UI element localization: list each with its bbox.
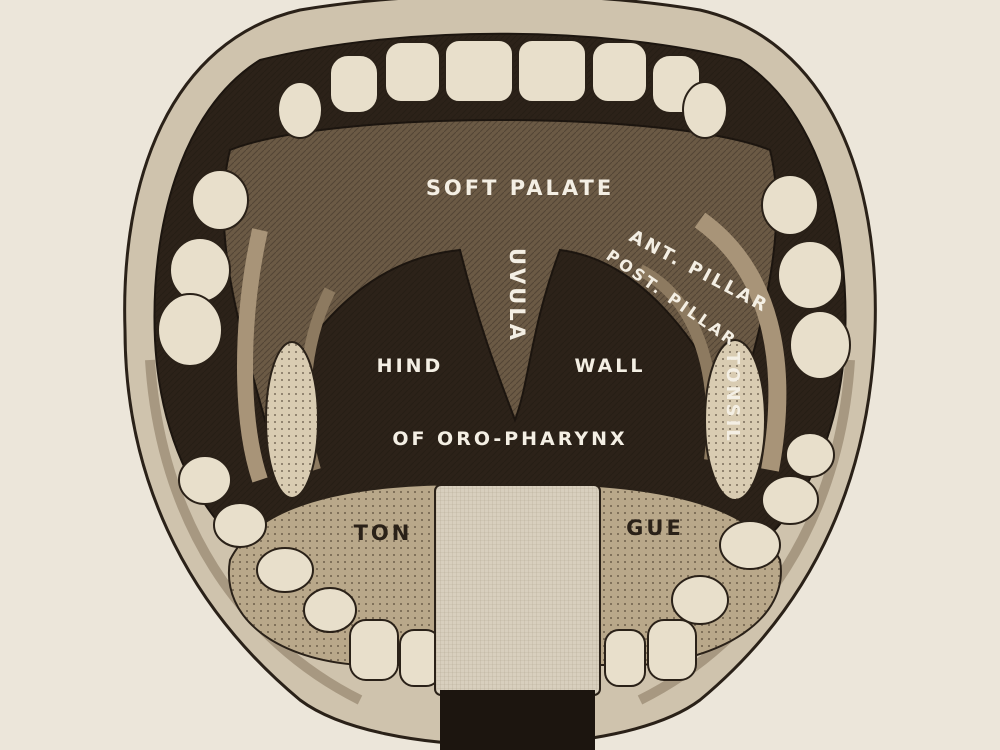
label-soft-palate: SOFT PALATE	[426, 176, 614, 200]
label-ton: TON	[354, 521, 413, 545]
upper-teeth	[157, 39, 851, 380]
label-wall: WALL	[574, 355, 645, 377]
anterior-pillar-left	[237, 228, 268, 483]
label-uvula: UVULA	[505, 248, 529, 343]
label-gue: GUE	[626, 516, 684, 540]
label-oro-pharynx: OF ORO-PHARYNX	[392, 428, 627, 450]
label-tonsil: TONSIL	[722, 352, 743, 444]
tongue-depressor	[434, 484, 601, 696]
anterior-pillar-right	[694, 212, 787, 472]
label-hind: HIND	[377, 355, 444, 377]
depressor-handle	[440, 690, 595, 750]
lower-teeth	[178, 432, 835, 687]
